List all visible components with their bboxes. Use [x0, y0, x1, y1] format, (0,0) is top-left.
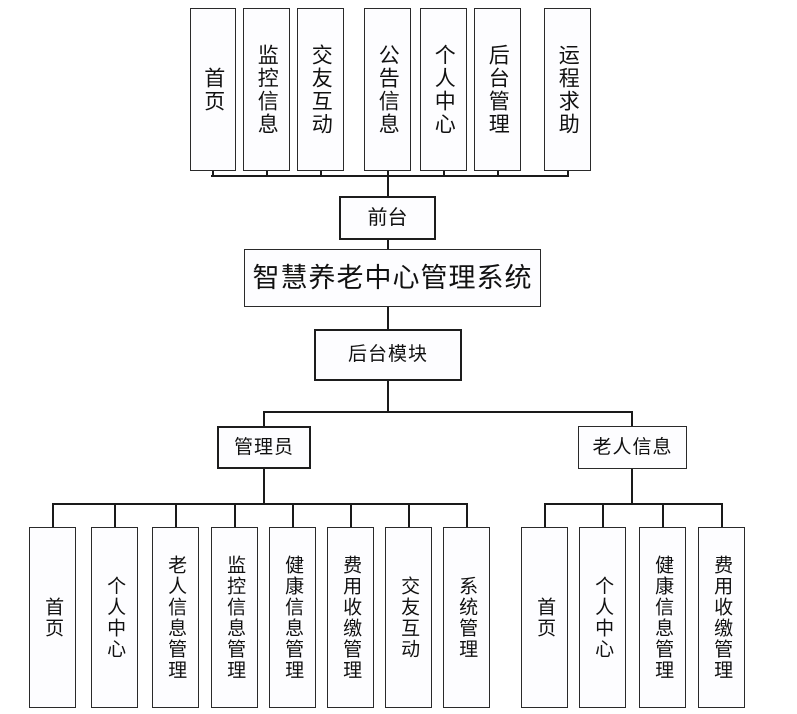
elder-leaf-label-0: 首页	[534, 596, 556, 639]
front-child-label-3: 公告信息	[376, 43, 401, 136]
admin-leaf-label-2: 老人信息管理	[165, 554, 187, 681]
elder-leaf-box-0: 首页	[521, 527, 568, 708]
front-child-box-0: 首页	[190, 8, 236, 171]
front-child-box-6: 运程求助	[544, 8, 591, 171]
front-node-label: 前台	[367, 206, 408, 229]
admin-leaf-box-1: 个人中心	[91, 527, 138, 708]
connector-admin-leaf-stub-5	[350, 503, 352, 528]
connector-admin-leaf-bus	[52, 503, 466, 505]
system-title-label: 智慧养老中心管理系统	[252, 262, 533, 293]
connector-elder-leaf-stub-2	[662, 503, 664, 528]
system-title-box: 智慧养老中心管理系统	[244, 249, 541, 307]
connector-front-bus	[211, 175, 569, 177]
connector-admin-leaf-stub-1	[114, 503, 116, 528]
connector-back-split-bus	[263, 411, 633, 413]
elder-leaf-label-2: 健康信息管理	[652, 554, 674, 681]
back-module-label: 后台模块	[347, 344, 428, 366]
front-child-label-4: 个人中心	[432, 43, 457, 136]
back-module-box: 后台模块	[314, 329, 462, 381]
front-child-label-5: 后台管理	[486, 43, 511, 136]
admin-leaf-label-0: 首页	[42, 596, 64, 639]
front-child-box-3: 公告信息	[364, 8, 411, 171]
admin-leaf-box-2: 老人信息管理	[152, 527, 199, 708]
connector-elder-leaf-stub-0	[544, 503, 546, 528]
front-child-box-2: 交友互动	[297, 8, 344, 171]
front-node-box: 前台	[339, 196, 436, 240]
front-child-box-4: 个人中心	[420, 8, 467, 171]
elder-leaf-label-3: 费用收缴管理	[711, 554, 733, 681]
connector-admin-leaf-stub-6	[408, 503, 410, 528]
elder-role-label: 老人信息	[592, 436, 673, 458]
admin-role-label: 管理员	[233, 436, 294, 458]
connector-admin-leaf-stub-7	[466, 503, 468, 528]
admin-leaf-box-5: 费用收缴管理	[327, 527, 374, 708]
elder-leaf-box-3: 费用收缴管理	[698, 527, 745, 708]
admin-leaf-box-6: 交友互动	[385, 527, 432, 708]
front-child-box-1: 监控信息	[243, 8, 290, 171]
connector-front-stub-3	[387, 171, 389, 177]
connector-elder-leaf-stub-1	[602, 503, 604, 528]
connector-back-drop	[387, 381, 389, 412]
admin-leaf-label-1: 个人中心	[104, 575, 126, 660]
connector-elder-drop	[631, 469, 633, 504]
admin-leaf-label-3: 监控信息管理	[224, 554, 246, 681]
connector-bus-to-front	[387, 175, 389, 196]
connector-admin-leaf-stub-0	[52, 503, 54, 528]
admin-leaf-box-7: 系统管理	[443, 527, 490, 708]
connector-front-to-title	[387, 240, 389, 250]
connector-elder-leaf-stub-3	[721, 503, 723, 528]
front-child-label-1: 监控信息	[255, 43, 280, 136]
admin-leaf-box-3: 监控信息管理	[211, 527, 258, 708]
elder-leaf-box-1: 个人中心	[579, 527, 626, 708]
connector-admin-leaf-stub-2	[175, 503, 177, 528]
admin-role-box: 管理员	[217, 426, 311, 469]
connector-front-stub-5	[497, 171, 499, 177]
elder-leaf-label-1: 个人中心	[592, 575, 614, 660]
admin-leaf-box-4: 健康信息管理	[269, 527, 316, 708]
admin-leaf-label-7: 系统管理	[456, 575, 478, 660]
front-child-label-0: 首页	[201, 66, 226, 113]
connector-elder-leaf-bus	[544, 503, 722, 505]
admin-leaf-label-6: 交友互动	[398, 575, 420, 660]
front-child-label-6: 运程求助	[556, 43, 581, 136]
connector-to-admin	[263, 411, 265, 427]
front-child-label-2: 交友互动	[309, 43, 334, 136]
connector-front-stub-2	[320, 171, 322, 177]
connector-front-stub-4	[443, 171, 445, 177]
connector-front-stub-1	[266, 171, 268, 177]
elder-role-box: 老人信息	[578, 426, 687, 469]
connector-admin-leaf-stub-4	[292, 503, 294, 528]
admin-leaf-box-0: 首页	[29, 527, 76, 708]
admin-leaf-label-5: 费用收缴管理	[340, 554, 362, 681]
front-child-box-5: 后台管理	[474, 8, 521, 171]
connector-admin-drop	[263, 469, 265, 504]
elder-leaf-box-2: 健康信息管理	[639, 527, 686, 708]
connector-front-stub-6	[567, 171, 569, 177]
connector-front-stub-0	[212, 171, 214, 177]
connector-admin-leaf-stub-3	[234, 503, 236, 528]
connector-title-to-back	[387, 307, 389, 330]
connector-to-elder	[631, 411, 633, 427]
admin-leaf-label-4: 健康信息管理	[282, 554, 304, 681]
